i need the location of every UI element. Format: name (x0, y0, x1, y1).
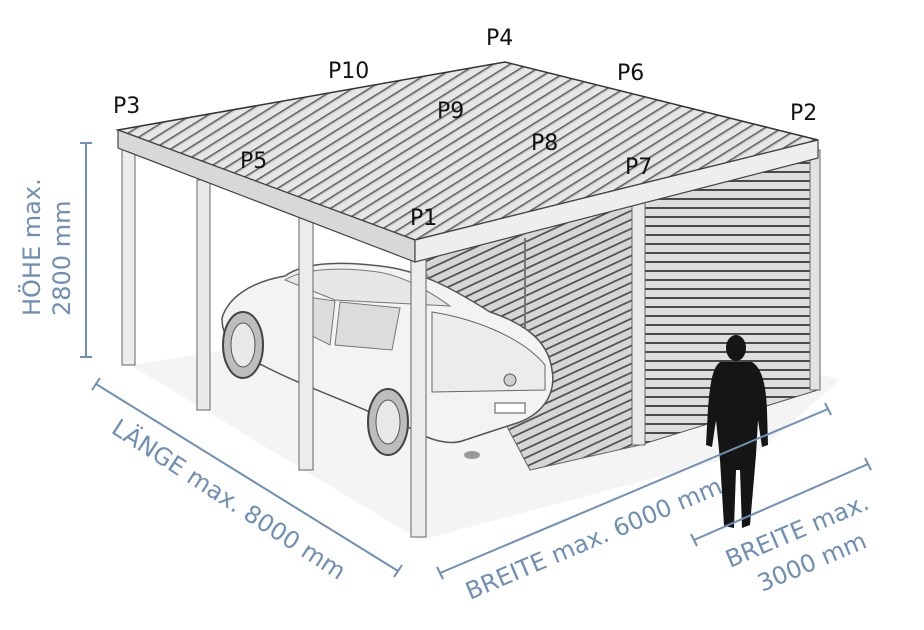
hoehe-label-line2: 2800 mm (48, 201, 76, 316)
breite-3000-dimension-line (693, 463, 869, 541)
hoehe-label-line1: HÖHE max. (17, 178, 46, 316)
label-p9: P9 (437, 99, 464, 124)
post-back-left (196, 179, 211, 411)
label-p5: P5 (240, 149, 267, 174)
dimension-lines (80, 142, 872, 580)
post-front-left (121, 139, 136, 366)
label-p7: P7 (625, 155, 652, 180)
post-back-right (631, 199, 646, 446)
person-silhouette (706, 335, 768, 528)
post-front-right (410, 254, 427, 538)
post-corner-right (809, 149, 821, 391)
laenge-dimension-line (95, 383, 399, 572)
post-front-middle (298, 217, 314, 471)
label-p8: P8 (531, 131, 558, 156)
label-p2: P2 (790, 101, 817, 126)
label-p6: P6 (617, 61, 644, 86)
breite-6000-dimension-line (439, 408, 829, 574)
label-p10: P10 (328, 59, 369, 84)
label-p4: P4 (486, 26, 513, 51)
label-p3: P3 (113, 94, 140, 119)
roof (115, 61, 819, 263)
label-p1: P1 (410, 206, 437, 231)
